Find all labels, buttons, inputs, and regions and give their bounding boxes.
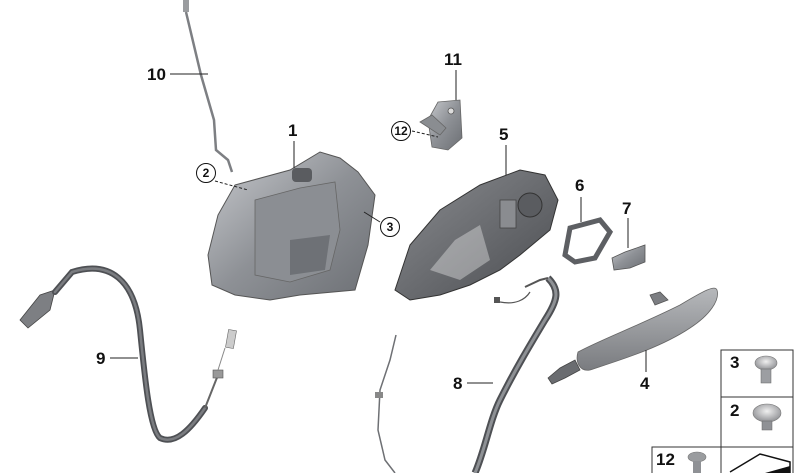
callout-7: 7 [622,199,632,218]
callout-1: 1 [288,121,298,140]
handle-carrier-part-5 [394,145,559,301]
legend-number-3: 3 [730,353,740,372]
callout-8: 8 [453,374,463,393]
cable-part-8 [375,275,560,473]
lock-rod-part-10 [170,0,234,173]
callout-10: 10 [147,65,166,84]
legend-grid [651,349,794,473]
legend-number-2: 2 [730,401,740,420]
callout-11: 11 [444,50,462,69]
cover-cap-part-7 [611,218,646,271]
striker-part-11 [411,70,463,151]
callout-3: 3 [380,217,400,237]
callout-2: 2 [196,163,216,183]
legend-number-12: 12 [656,450,675,469]
gasket-part-6 [562,197,614,265]
exterior-handle-part-4 [547,287,718,385]
callout-12: 12 [391,121,411,141]
callout-6: 6 [575,176,585,195]
callout-9: 9 [96,349,106,368]
callout-5: 5 [499,125,509,144]
cable-part-9 [19,265,237,443]
callout-4: 4 [640,374,650,393]
door-lock-part-1 [207,141,381,301]
